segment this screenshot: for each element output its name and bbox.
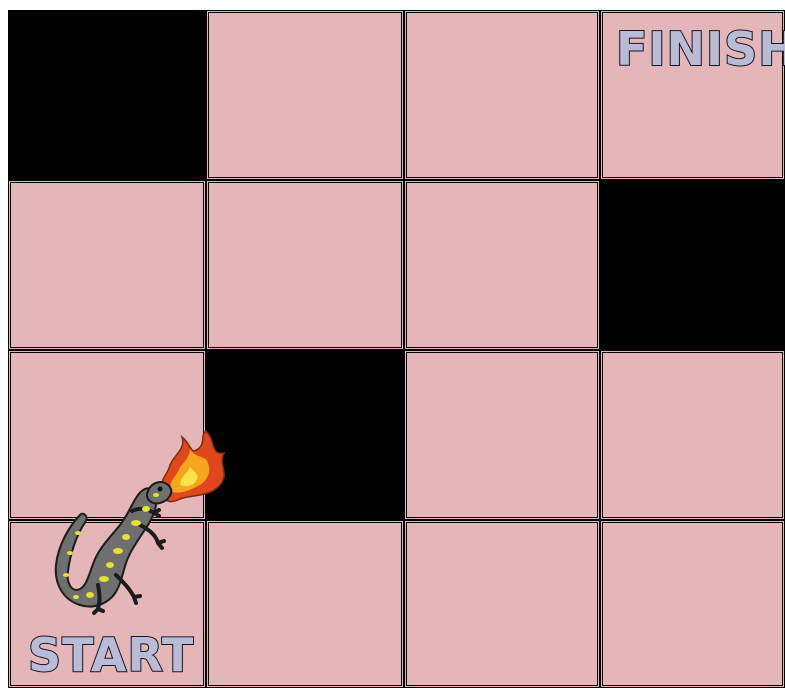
start-label: START (28, 632, 194, 678)
open-cell[interactable] (404, 350, 600, 520)
finish-label: FINISH (616, 26, 785, 72)
open-cell[interactable] (404, 180, 600, 350)
open-cell[interactable] (600, 350, 785, 520)
open-cell[interactable] (404, 520, 600, 688)
open-cell[interactable] (404, 10, 600, 180)
open-cell[interactable] (8, 180, 206, 350)
open-cell[interactable] (206, 180, 404, 350)
salamander-body (56, 482, 172, 613)
blocked-cell (8, 10, 206, 180)
fire-breathing-salamander-icon[interactable] (40, 425, 240, 625)
open-cell[interactable] (206, 10, 404, 180)
blocked-cell (600, 180, 785, 350)
open-cell[interactable] (600, 520, 785, 688)
